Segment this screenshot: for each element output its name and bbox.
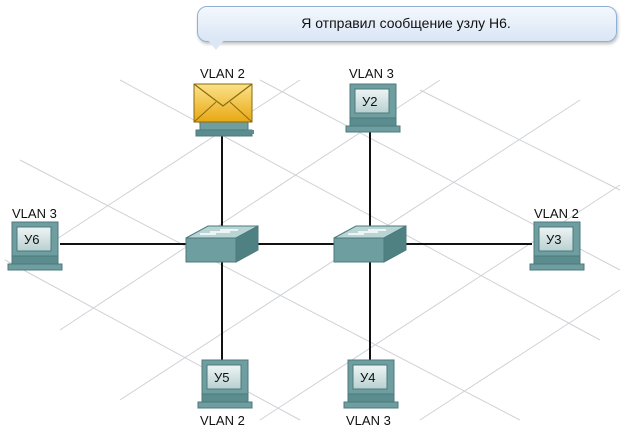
host-h5 — [197, 359, 253, 409]
switch-2 — [333, 225, 407, 263]
host-label-h5: У5 — [214, 370, 230, 385]
vlan-label-h5: VLAN 2 — [200, 413, 245, 428]
floor-grid — [4, 79, 621, 421]
message-bubble-tail — [206, 38, 226, 50]
network-links — [60, 130, 532, 372]
host-h4 — [343, 359, 399, 409]
host-label-h3: У3 — [546, 232, 562, 247]
host-h2 — [345, 83, 401, 133]
host-h1 — [195, 121, 254, 137]
vlan-label-h2: VLAN 3 — [349, 66, 394, 81]
host-h3 — [529, 221, 585, 271]
host-label-h2: У2 — [362, 94, 378, 109]
host-label-h6: У6 — [24, 232, 40, 247]
vlan-label-h6: VLAN 3 — [12, 206, 57, 221]
vlan-label-h1: VLAN 2 — [200, 66, 245, 81]
vlan-label-h4: VLAN 3 — [346, 413, 391, 428]
host-h6 — [7, 221, 63, 271]
host-label-h4: У4 — [360, 370, 376, 385]
envelope-icon — [193, 83, 253, 123]
switch-1 — [185, 225, 259, 263]
vlan-label-h3: VLAN 2 — [534, 206, 579, 221]
message-bubble — [197, 6, 617, 42]
message-text: Я отправил сообщение узлу Н6. — [301, 15, 511, 31]
